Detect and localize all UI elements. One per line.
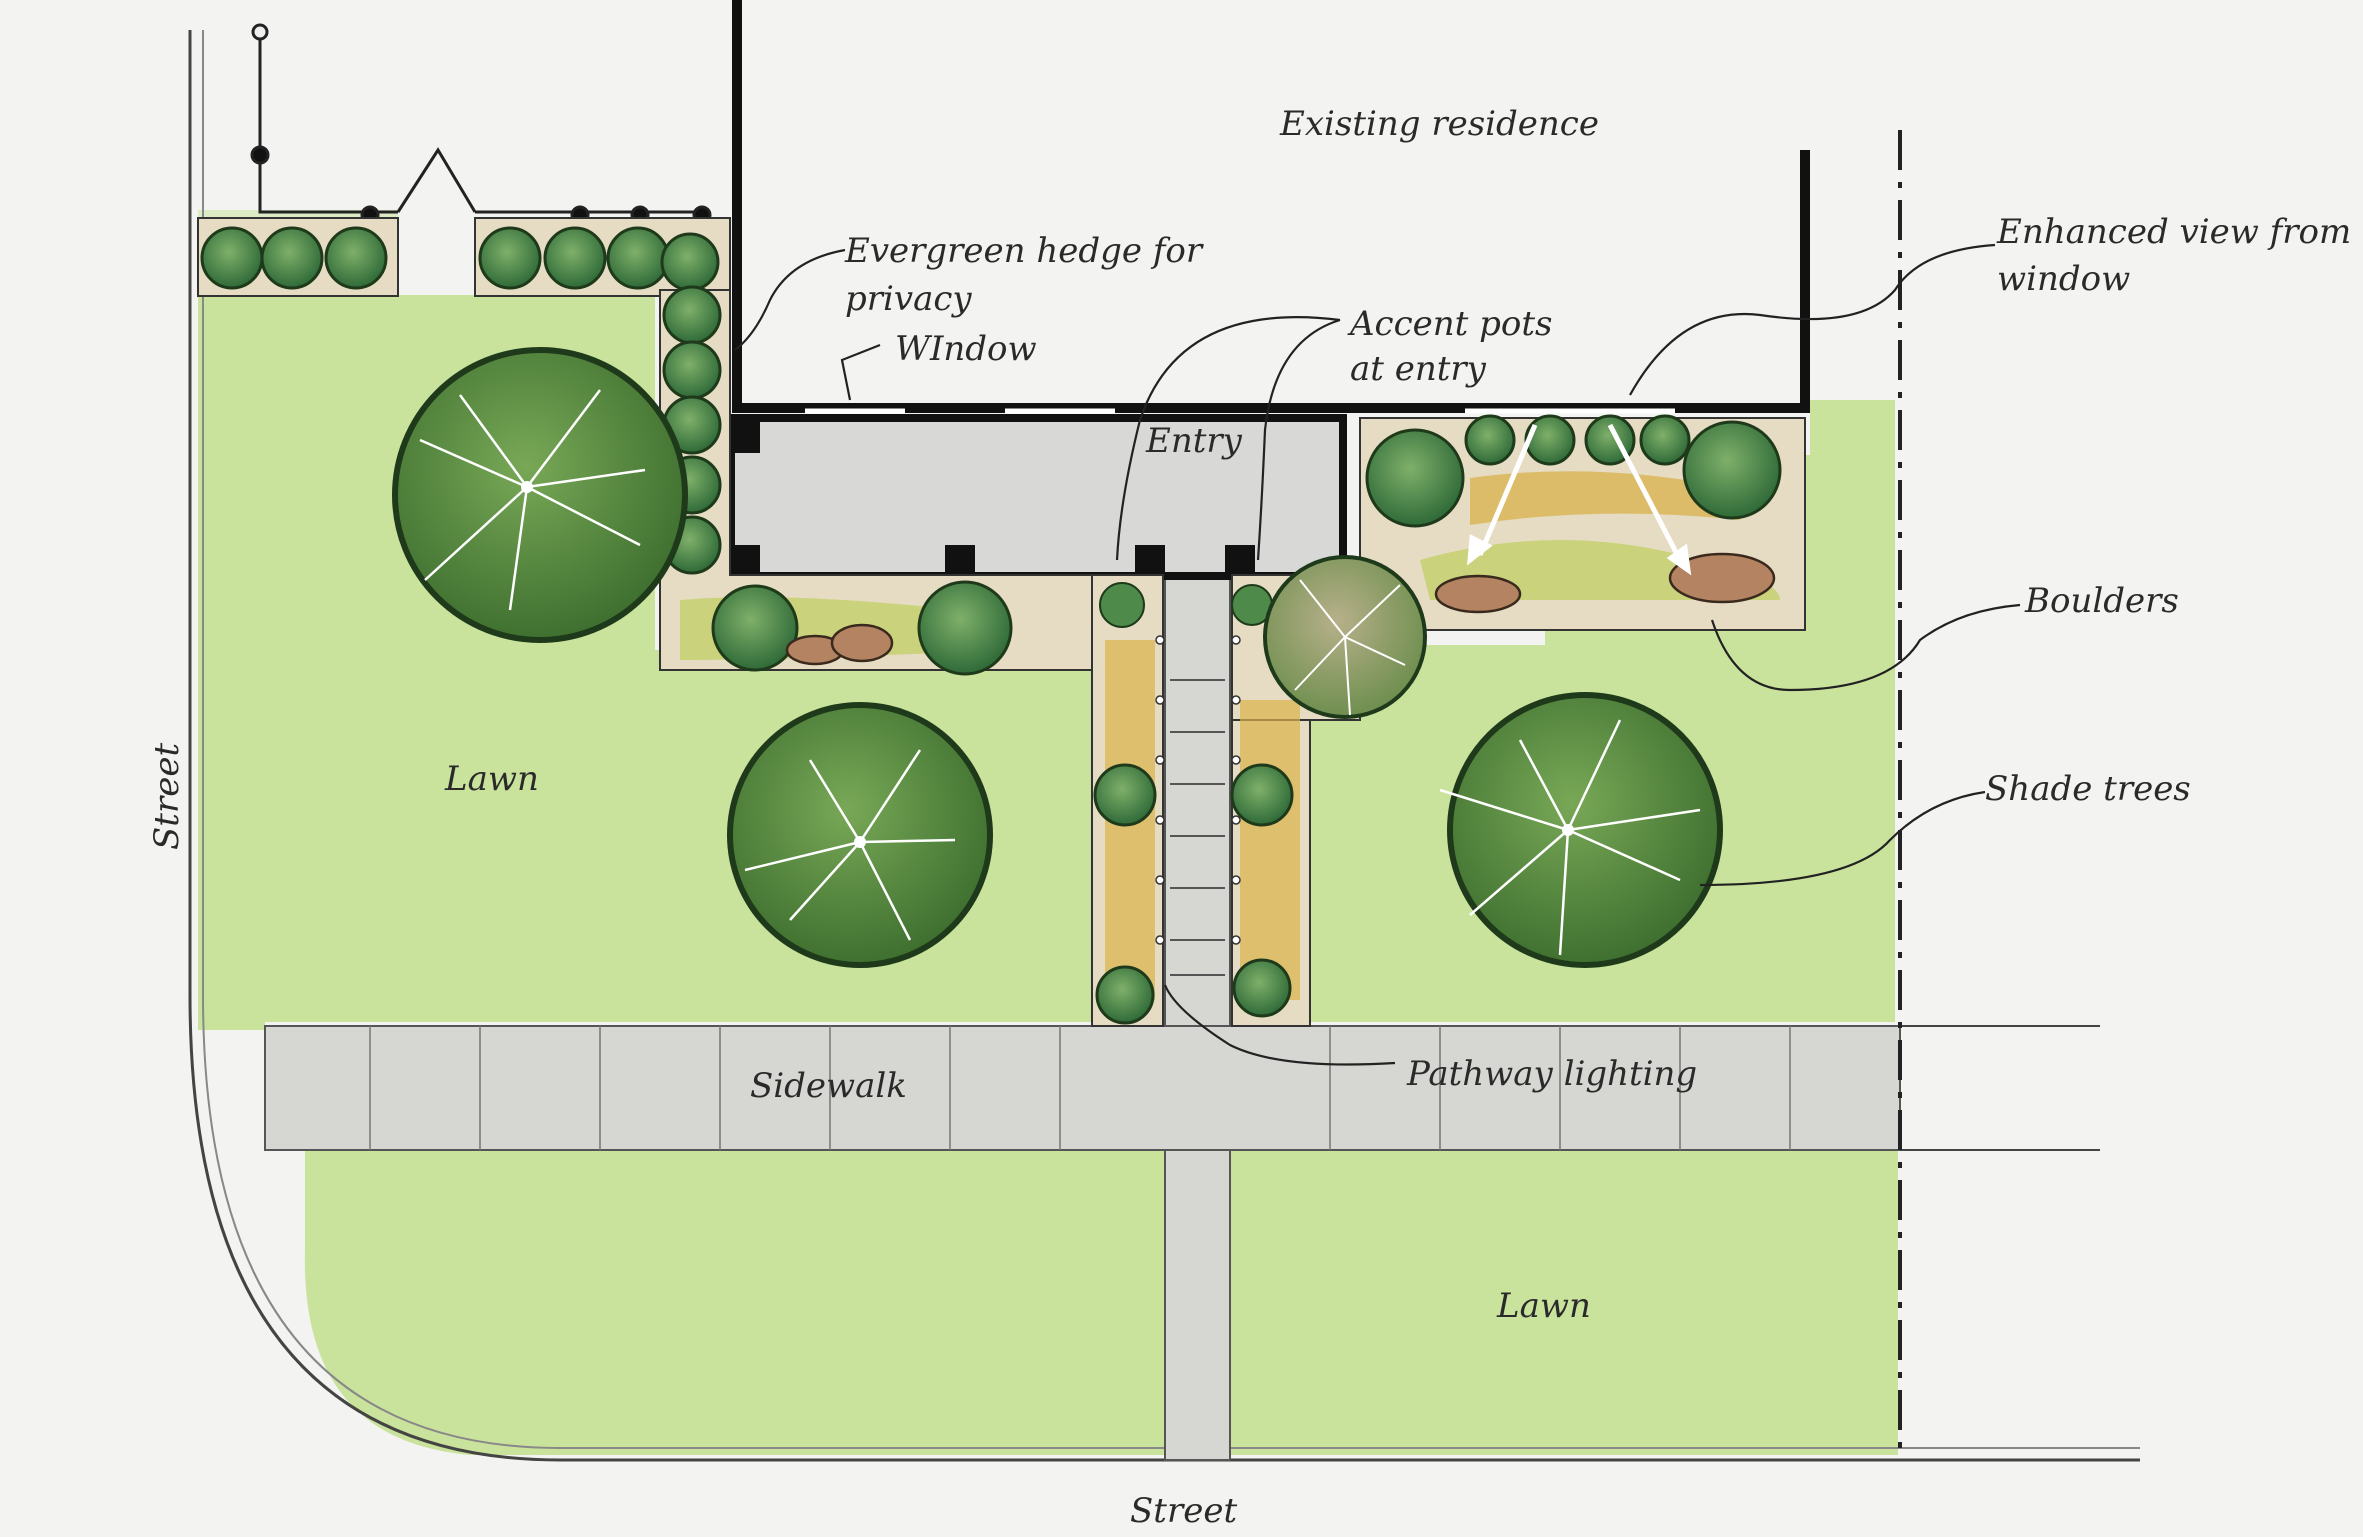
sidewalk bbox=[264, 1025, 2100, 1151]
shade-tree-3 bbox=[1439, 692, 1723, 968]
leader-lines bbox=[734, 243, 2021, 1066]
shrubs bbox=[711, 414, 1782, 1025]
label-accent-pots-1: Accent pots bbox=[1347, 304, 1552, 344]
label-evergreen-hedge-2: privacy bbox=[845, 279, 972, 319]
front-walk bbox=[1164, 1149, 1231, 1461]
accent-pots bbox=[1099, 582, 1273, 628]
ornamental-tree bbox=[1263, 555, 1427, 719]
label-existing-residence: Existing residence bbox=[1279, 104, 1599, 144]
street-curb bbox=[188, 30, 2140, 1462]
label-street-left: Street bbox=[147, 743, 187, 850]
pathway-lights bbox=[1155, 635, 1241, 945]
label-lawn-left: Lawn bbox=[444, 759, 539, 799]
label-shade-trees: Shade trees bbox=[1985, 769, 2191, 809]
shade-tree-2 bbox=[727, 702, 993, 968]
label-enhanced-view-2: window bbox=[1997, 259, 2130, 299]
label-lawn-bottom: Lawn bbox=[1496, 1286, 1591, 1326]
label-street-bottom: Street bbox=[1130, 1491, 1237, 1531]
view-arrows bbox=[1466, 423, 1692, 576]
label-entry: Entry bbox=[1145, 421, 1243, 461]
label-sidewalk: Sidewalk bbox=[750, 1066, 907, 1106]
label-boulders: Boulders bbox=[2024, 581, 2179, 621]
label-enhanced-view-1: Enhanced view from bbox=[1996, 212, 2351, 252]
boulders bbox=[785, 552, 1776, 666]
label-accent-pots-2: at entry bbox=[1350, 349, 1487, 389]
entry-walk bbox=[1164, 574, 1231, 1027]
label-pathway-lighting: Pathway lighting bbox=[1406, 1054, 1697, 1094]
label-evergreen-hedge-1: Evergreen hedge for bbox=[844, 231, 1204, 271]
shade-tree-1 bbox=[392, 347, 688, 643]
label-window: WIndow bbox=[895, 329, 1037, 369]
